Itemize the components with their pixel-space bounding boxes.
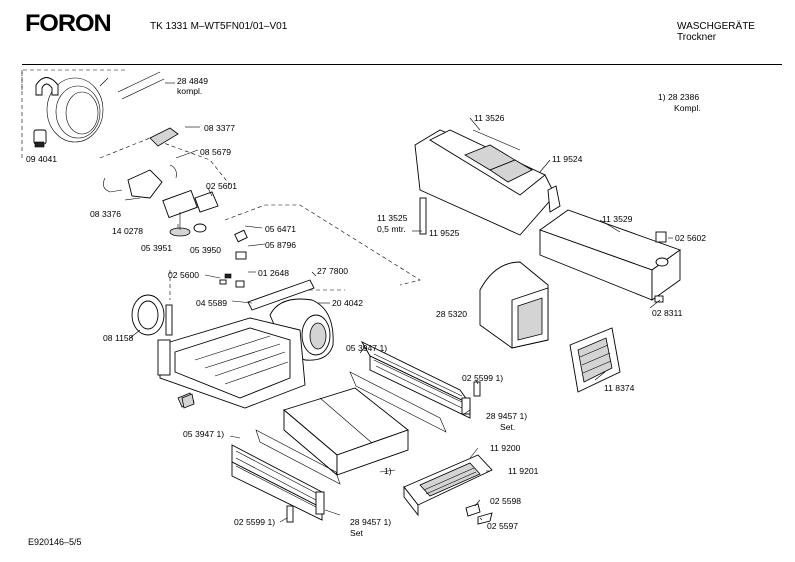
hose-bracket (35, 77, 59, 96)
category-title: WASCHGERÄTE (677, 21, 755, 32)
part-label-285320: 28 5320 (436, 309, 468, 319)
part-label-204042: 20 4042 (332, 298, 364, 308)
part-label-081158: 08 1158 (103, 333, 134, 343)
rod-pair (117, 71, 165, 100)
knob-parts (465, 503, 493, 525)
part-label-set-left: Set (350, 528, 363, 538)
part-label-119201: 11 9201 (508, 466, 539, 476)
part-label-118374: 11 8374 (604, 383, 635, 393)
filter-cassette (283, 387, 409, 476)
part-label-025599-left: 02 5599 1) (234, 517, 276, 527)
part-label-025601: 02 5601 (206, 181, 238, 191)
part-label-277800: 27 7800 (317, 266, 349, 276)
hose-pieces (103, 164, 177, 193)
part-label-012648: 01 2648 (258, 268, 290, 278)
gasket-left (255, 429, 341, 485)
part-label-289457-left: 28 9457 1) (350, 517, 392, 527)
part-label-056471: 05 6471 (265, 224, 297, 234)
door-filter (403, 454, 493, 517)
note-ref: 1) 28 2386 (658, 92, 700, 102)
part-label-025600: 02 5600 (168, 270, 200, 280)
part-label-085679: 08 5679 (200, 147, 232, 157)
part-label-025602: 02 5602 (675, 233, 707, 243)
grille-right (360, 340, 471, 419)
part-label-119524: 11 9524 (552, 154, 583, 164)
part-label-05mtr: 0,5 mtr. (377, 224, 406, 234)
part-label-053950: 05 3950 (190, 245, 222, 255)
leader-lines (124, 82, 673, 523)
top-container (414, 129, 561, 236)
part-label-025597: 02 5597 (487, 521, 519, 531)
grille-left (231, 444, 325, 521)
header-divider (22, 64, 782, 65)
part-label-053951: 05 3951 (141, 243, 173, 253)
part-label-025599-right: 02 5599 1) (462, 373, 504, 383)
hinge-part (181, 393, 195, 409)
part-label-set-right: Set. (500, 422, 516, 432)
part-label-119200: 11 9200 (490, 443, 521, 453)
small-clips (219, 229, 248, 288)
short-pipe (419, 197, 427, 235)
pump-cover (149, 127, 179, 147)
model-number: TK 1331 M–WT5FN01/01–V01 (150, 21, 288, 32)
heater-strip (247, 279, 315, 311)
document-code: E920146–5/5 (28, 537, 82, 547)
air-duct (479, 261, 549, 349)
pump-body (127, 169, 219, 237)
hose-coil (33, 77, 109, 148)
part-label-058796: 05 8796 (265, 240, 297, 250)
part-label-083376: 08 3376 (90, 209, 122, 219)
note-ref-sub: Kompl. (674, 103, 701, 113)
small-bracket-right (473, 381, 481, 397)
part-label-113525: 11 3525 (377, 213, 408, 223)
seal-ring (131, 294, 165, 336)
part-label-025598: 02 5598 (490, 496, 522, 506)
part-label-119525: 11 9525 (429, 228, 460, 238)
part-label-289457-right: 28 9457 1) (486, 411, 528, 421)
part-label-053947-right: 05 3947 1) (346, 343, 388, 353)
part-label-045589: 04 5589 (196, 298, 228, 308)
part-label-284849: 28 4849 (177, 76, 209, 86)
base-unit (157, 317, 306, 409)
tank-clip (654, 231, 667, 303)
filter-frame (569, 327, 621, 393)
part-label-140278: 14 0278 (112, 226, 144, 236)
part-label-083377: 08 3377 (204, 123, 236, 133)
part-label-113529: 11 3529 (602, 214, 633, 224)
part-label-113526: 11 3526 (474, 113, 505, 123)
part-label-footnote-1: 1) (384, 466, 392, 476)
thin-pipe (165, 304, 173, 336)
part-label-kompl: kompl. (177, 86, 203, 96)
part-label-094041: 09 4041 (26, 154, 58, 164)
small-bracket-left (286, 505, 294, 523)
part-label-028311: 02 8311 (652, 308, 683, 318)
gasket-right (349, 371, 447, 433)
water-tank (539, 209, 681, 301)
part-label-053947-left: 05 3947 1) (183, 429, 225, 439)
category-subtitle: Trockner (677, 32, 717, 43)
brand-logo: FORON (24, 10, 112, 37)
